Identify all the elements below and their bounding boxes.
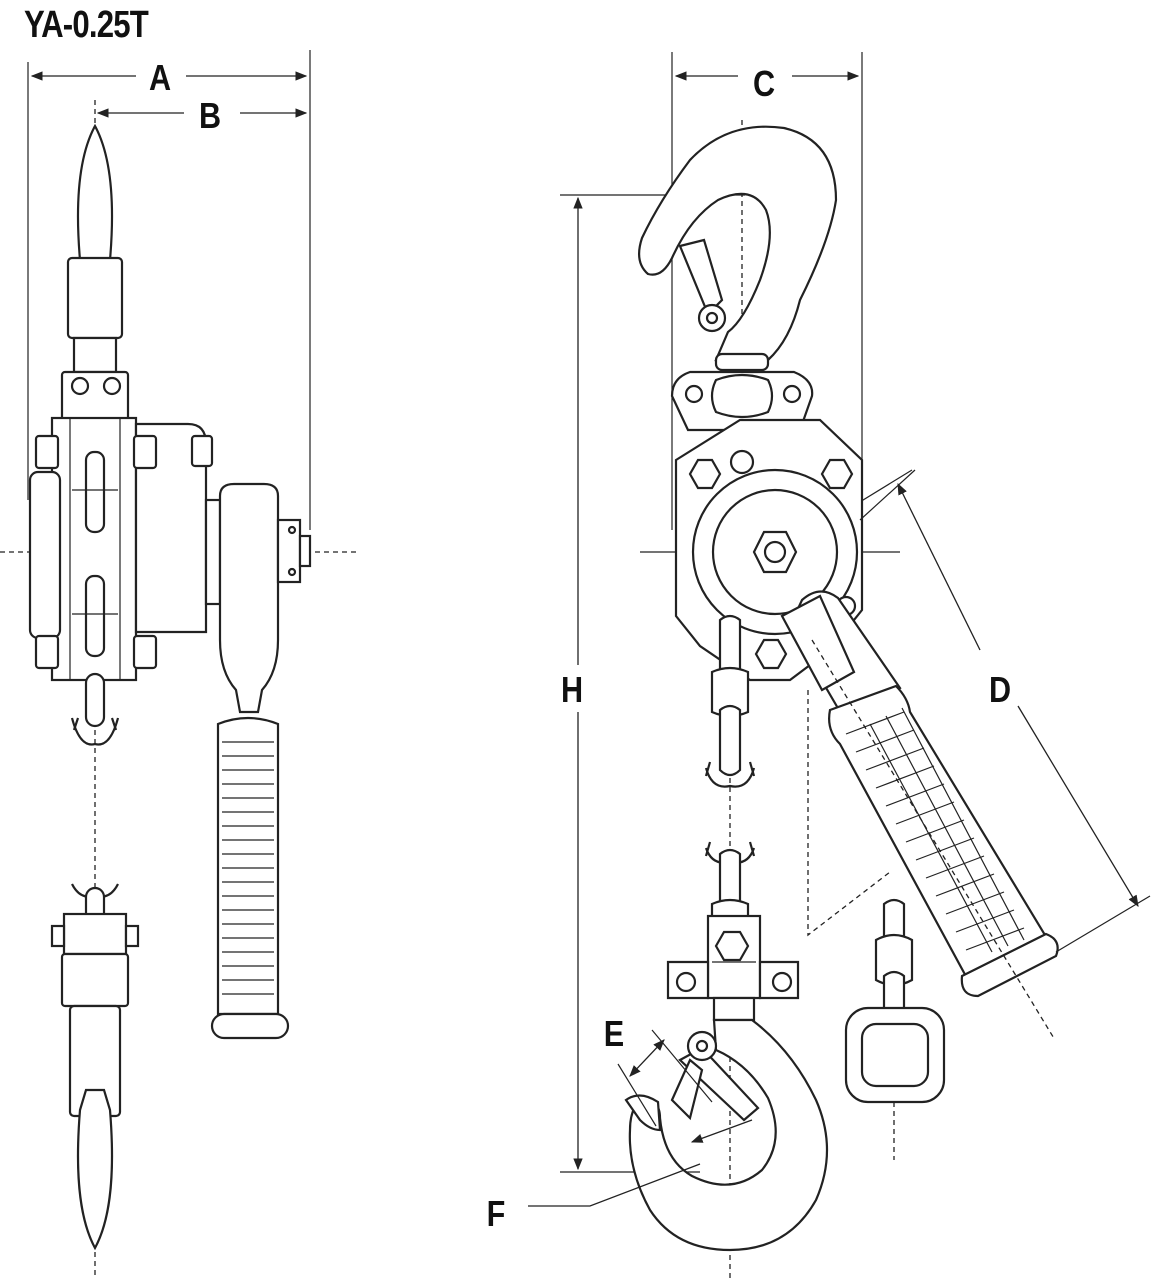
dimension-d: D xyxy=(859,469,1151,953)
label-c: C xyxy=(753,65,775,105)
dimension-f: F xyxy=(487,1119,753,1235)
label-h: H xyxy=(561,671,583,711)
dimension-c: C xyxy=(674,65,860,105)
front-view: C H xyxy=(487,52,1151,1278)
side-view: A B xyxy=(0,50,360,1275)
label-a: A xyxy=(149,59,171,99)
label-e: E xyxy=(604,1015,624,1055)
model-title: YA-0.25T xyxy=(24,4,149,46)
label-d: D xyxy=(989,671,1011,711)
side-grip-ribs xyxy=(222,741,274,995)
front-grip-ribs xyxy=(845,707,1025,953)
dimension-e: E xyxy=(604,1015,713,1127)
label-f: F xyxy=(487,1195,506,1235)
dimension-a: A xyxy=(30,59,308,99)
dimension-b: B xyxy=(96,97,308,137)
dimension-h: H xyxy=(560,194,745,1173)
label-b: B xyxy=(199,97,221,137)
